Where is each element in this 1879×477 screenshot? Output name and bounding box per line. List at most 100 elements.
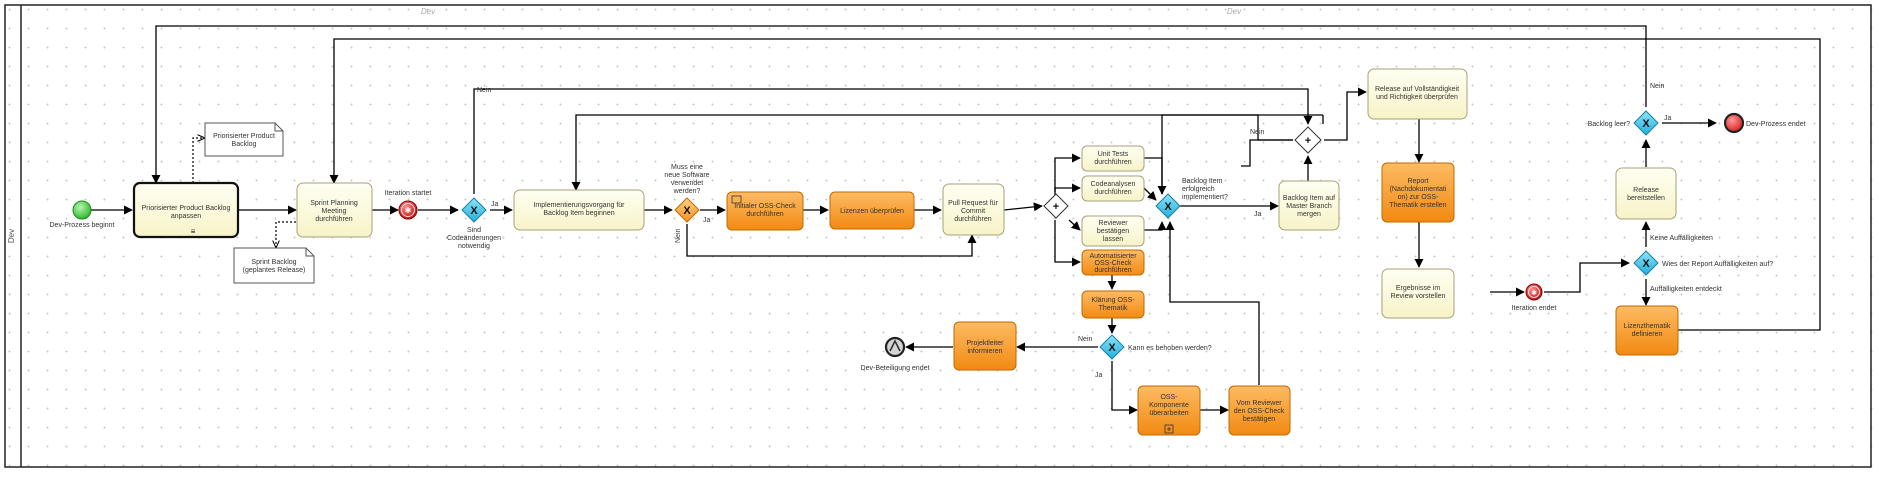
task-review-results[interactable]: Ergebnisse im Review vorstellen: [1381, 268, 1455, 319]
svg-text:definieren: definieren: [1632, 331, 1663, 338]
svg-text:lassen: lassen: [1103, 236, 1123, 243]
subprocess-icon: [1164, 424, 1174, 434]
gateway-code-changes[interactable]: X: [461, 197, 487, 223]
flow-labels: Ja Nein Ja Nein Ja Nein Ja Nein Ja Nein …: [477, 83, 1722, 379]
svg-text:X: X: [470, 205, 478, 217]
flow-parallel-to-unit-tests: [1054, 153, 1081, 192]
flow-merge-gw-to-release-check: [1324, 87, 1367, 141]
task-release-provide[interactable]: Release bereitstellen: [1615, 167, 1677, 220]
task-licenses[interactable]: Lizenzen überprüfen: [829, 191, 915, 230]
svg-text:durchführen: durchführen: [315, 216, 352, 223]
task-merge[interactable]: Backlog Item auf Master Branch mergen: [1278, 180, 1340, 231]
lane-label-left: Dev: [421, 7, 436, 16]
gw-new-software-label-2: neue Software: [664, 172, 709, 179]
iteration-end-label: Iteration endet: [1512, 305, 1557, 312]
gw-new-software-label-3: verwendet: [671, 180, 703, 187]
label-nein-impl-success: Nein: [1250, 129, 1265, 136]
assoc-sprint-backlog: [276, 221, 296, 248]
task-auto-oss[interactable]: Automatisierter OSS-Check durchführen: [1081, 249, 1145, 276]
task-unit-tests[interactable]: Unit Tests durchführen: [1081, 145, 1145, 172]
label-ja-new-software: Ja: [703, 217, 711, 224]
gateway-new-software[interactable]: X: [674, 197, 700, 223]
flow-pull-request-to-parallel: [1003, 202, 1043, 212]
escalation-icon: [889, 339, 901, 352]
svg-text:X: X: [1642, 258, 1650, 270]
svg-text:durchführen: durchführen: [1094, 267, 1131, 274]
flow-license-to-sprint: [329, 38, 1821, 331]
task-report[interactable]: Report (Nachdokumentati on) zur OSS- The…: [1381, 162, 1455, 223]
svg-text:X: X: [1164, 201, 1172, 213]
product-backlog-label-2: Backlog: [232, 141, 257, 148]
task-prioritize[interactable]: Priorisierter Product Backlog anpassen ≡: [132, 181, 240, 239]
label-nein-new-software: Nein: [675, 228, 682, 243]
task-reviewer-confirm[interactable]: Reviewer bestätigen lassen: [1081, 215, 1145, 247]
flow-nein-line: [1241, 139, 1293, 167]
task-license-define[interactable]: Lizenzthematik definieren: [1615, 305, 1679, 356]
gw-backlog-empty-label: Backlog leer?: [1588, 121, 1631, 128]
gateway-merge-parallel[interactable]: +: [1294, 126, 1322, 154]
flow-parallel-to-code-analysis: [1054, 183, 1081, 196]
task-release-check[interactable]: Release auf Vollständigkeit und Richtigk…: [1367, 68, 1468, 120]
svg-text:Commit: Commit: [961, 208, 985, 215]
gateway-report-issues[interactable]: X: [1633, 250, 1659, 276]
svg-text:informieren: informieren: [967, 348, 1002, 355]
svg-text:Release auf Vollständigkeit: Release auf Vollständigkeit: [1375, 86, 1459, 93]
svg-text:Reviewer: Reviewer: [1098, 220, 1128, 227]
svg-text:durchführen: durchführen: [954, 216, 991, 223]
gw-code-changes-label-3: notwendig: [458, 243, 490, 250]
task-code-analysis[interactable]: Codeanalysen durchführen: [1081, 175, 1145, 202]
task-implement[interactable]: Implementierungsvorgang für Backlog Item…: [513, 189, 645, 231]
gateway-impl-success[interactable]: X: [1155, 193, 1181, 219]
svg-text:Sprint Planning: Sprint Planning: [310, 200, 358, 207]
svg-text:Priorisierter Product Backlog: Priorisierter Product Backlog: [142, 205, 231, 212]
gateway-fixable[interactable]: X: [1099, 334, 1125, 360]
task-pull-request[interactable]: Pull Request für Commit durchführen: [942, 183, 1005, 236]
task-initial-oss[interactable]: Initialer OSS-Check durchführen: [726, 191, 804, 231]
task-reviewer-oss[interactable]: Vom Reviewer den OSS-Check bestätigen: [1228, 385, 1291, 436]
svg-text:Initialer OSS-Check: Initialer OSS-Check: [734, 203, 796, 210]
gateway-backlog-empty[interactable]: X: [1633, 110, 1659, 136]
svg-text:OSS-Check: OSS-Check: [1095, 260, 1132, 267]
svg-text:Lizenzen überprüfen: Lizenzen überprüfen: [840, 208, 904, 215]
gw-report-issues-label: Wies der Report Auffälligkeiten auf?: [1662, 261, 1773, 268]
error-icon: ✱: [405, 206, 412, 215]
label-ja-fixable: Ja: [1095, 372, 1103, 379]
product-backlog-label-1: Priorisierter Product: [213, 133, 275, 140]
svg-text:Projektleiter: Projektleiter: [967, 340, 1005, 347]
label-ja-backlog-empty: Ja: [1664, 115, 1672, 122]
sprint-backlog-label-2: (geplantes Release): [243, 267, 306, 274]
task-rework-oss[interactable]: OSS- Komponente überarbeiten: [1137, 385, 1201, 436]
task-project-lead[interactable]: Projektleiter informieren: [953, 321, 1017, 371]
svg-text:den OSS-Check: den OSS-Check: [1234, 408, 1285, 415]
flow-unit-tests-to-gw3: [1144, 157, 1167, 195]
svg-text:mergen: mergen: [1297, 211, 1321, 218]
svg-text:bereitstellen: bereitstellen: [1627, 195, 1665, 202]
gw-code-changes-label-2: Codeänderungen: [447, 235, 501, 242]
gw-new-software-label-1: Muss eine: [671, 164, 703, 171]
gw-impl-success-label-3: implementiert?: [1182, 194, 1228, 201]
task-clarify-oss[interactable]: Klärung OSS- Thematik: [1081, 290, 1145, 319]
flow-parallel-to-auto-oss: [1054, 220, 1081, 267]
svg-text:+: +: [1305, 135, 1311, 147]
gw-new-software-label-4: werden?: [673, 188, 701, 195]
label-nein-code-changes: Nein: [477, 87, 492, 94]
gateway-parallel-split[interactable]: +: [1043, 193, 1069, 219]
sprint-backlog-label-1: Sprint Backlog: [251, 259, 296, 266]
dev-participation-end-event: [884, 336, 906, 358]
svg-text:und Richtigkeit überprüfen: und Richtigkeit überprüfen: [1376, 94, 1458, 101]
label-issues-found: Auffälligkeiten entdeckt: [1650, 286, 1722, 293]
pool-border: [4, 4, 1872, 468]
svg-text:durchführen: durchführen: [1094, 159, 1131, 166]
assoc-product-backlog: [192, 138, 205, 183]
lane-label-right: Dev: [1227, 7, 1242, 16]
pool-label: Dev: [7, 229, 16, 243]
start-event-label: Dev-Prozess beginnt: [50, 222, 115, 229]
flow-parallel-to-reviewer: [1068, 219, 1081, 231]
svg-text:Master Branch: Master Branch: [1286, 203, 1332, 210]
svg-text:Thematik: Thematik: [1099, 305, 1128, 312]
svg-text:X: X: [683, 205, 691, 217]
gw-impl-success-label-2: erfolgreich: [1182, 186, 1215, 193]
task-sprint-planning[interactable]: Sprint Planning Meeting durchführen: [296, 182, 373, 238]
svg-text:Komponente: Komponente: [1149, 402, 1189, 409]
